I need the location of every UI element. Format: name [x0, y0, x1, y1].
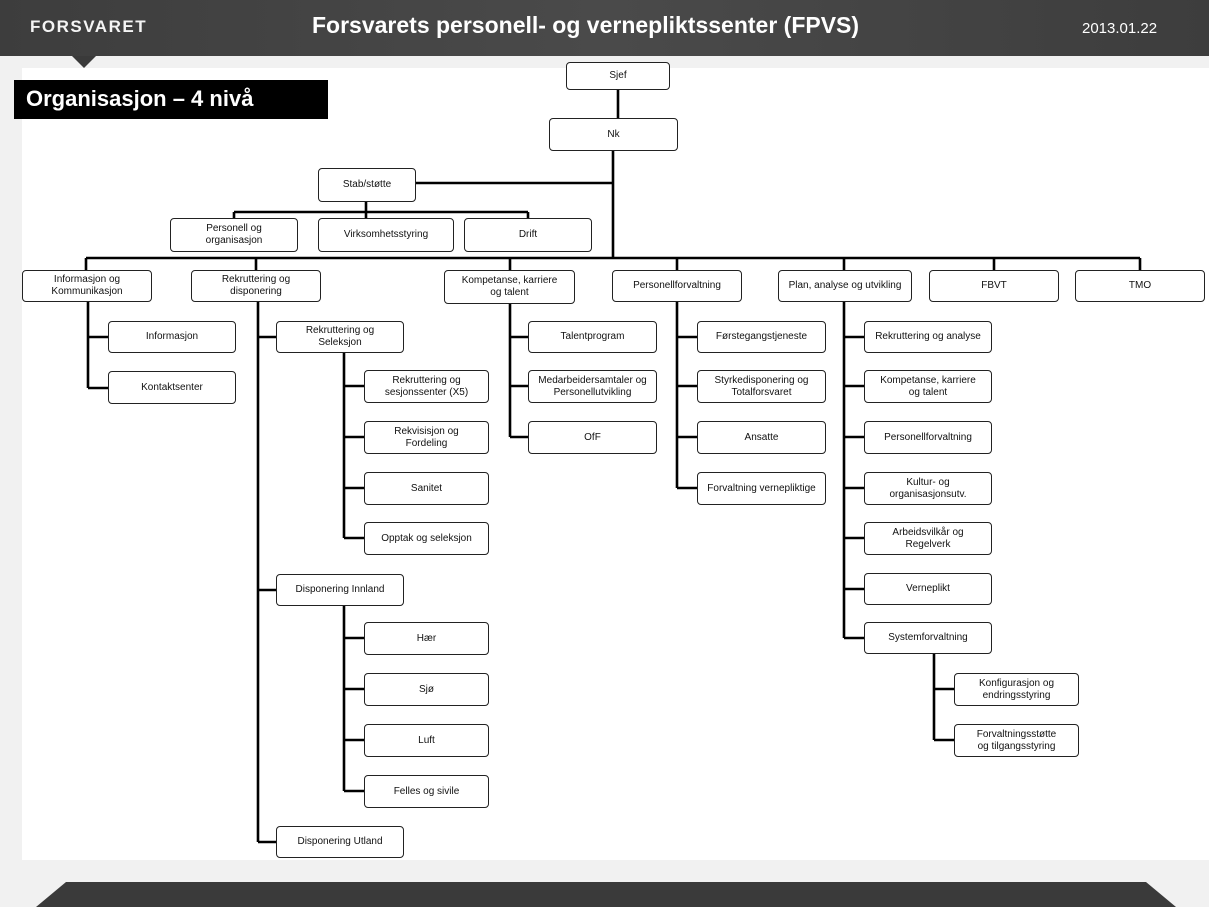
node-ansatte: Ansatte	[697, 421, 826, 454]
node-talentprogram: Talentprogram	[528, 321, 657, 353]
header-date: 2013.01.22	[1082, 20, 1158, 37]
node-systemforvaltning: Systemforvaltning	[864, 622, 992, 654]
node-forvaltning-vernepliktige: Forvaltning vernepliktige	[697, 472, 826, 505]
node-rekruttering-og-seleksjon: Rekruttering og Seleksjon	[276, 321, 404, 353]
node-informasjon: Informasjon	[108, 321, 236, 353]
node-rekvisisjon-og-fordeling: Rekvisisjon og Fordeling	[364, 421, 489, 454]
node-drift: Drift	[464, 218, 592, 252]
node-rekruttering-og-sesjonssenter: Rekruttering og sesjonssenter (X5)	[364, 370, 489, 403]
footer-bar	[36, 882, 1176, 907]
node-rekruttering-og-disponering: Rekruttering og disponering	[191, 270, 321, 302]
node-haer: Hær	[364, 622, 489, 655]
node-kultur-og-organisasjonsutv: Kultur- og organisasjonsutv.	[864, 472, 992, 505]
node-kompetanse-karriere-talent-plan: Kompetanse, karriere og talent	[864, 370, 992, 403]
node-disponering-innland: Disponering Innland	[276, 574, 404, 606]
page-title: Forsvarets personell- og vernepliktssent…	[312, 12, 860, 38]
section-badge: Organisasjon – 4 nivå	[14, 80, 328, 119]
node-felles-og-sivile: Felles og sivile	[364, 775, 489, 808]
node-forstegangstjeneste: Førstegangstjeneste	[697, 321, 826, 353]
brand-logo-text: FORSVARET	[30, 17, 148, 36]
node-nk: Nk	[549, 118, 678, 151]
node-disponering-utland: Disponering Utland	[276, 826, 404, 858]
node-konfigurasjon-og-endringsstyring: Konfigurasjon og endringsstyring	[954, 673, 1079, 706]
node-arbeidsvilkar-og-regelverk: Arbeidsvilkår og Regelverk	[864, 522, 992, 555]
node-fbvt: FBVT	[929, 270, 1059, 302]
node-personellforvaltning-plan: Personellforvaltning	[864, 421, 992, 454]
node-kontaktsenter: Kontaktsenter	[108, 371, 236, 404]
node-personell-og-organisasjon: Personell og organisasjon	[170, 218, 298, 252]
node-informasjon-og-kommunikasjon: Informasjon og Kommunikasjon	[22, 270, 152, 302]
node-sjo: Sjø	[364, 673, 489, 706]
node-plan-analyse-og-utvikling: Plan, analyse og utvikling	[778, 270, 912, 302]
node-verneplikt: Verneplikt	[864, 573, 992, 605]
node-opptak-og-seleksjon: Opptak og seleksjon	[364, 522, 489, 555]
node-sjef: Sjef	[566, 62, 670, 90]
header-notch	[72, 56, 96, 68]
node-medarbeidersamtaler: Medarbeidersamtaler og Personellutviklin…	[528, 370, 657, 403]
node-forvaltningsstotte: Forvaltningsstøtte og tilgangsstyring	[954, 724, 1079, 757]
node-off: OfF	[528, 421, 657, 454]
node-sanitet: Sanitet	[364, 472, 489, 505]
node-stab: Stab/støtte	[318, 168, 416, 202]
header-background	[0, 0, 1209, 56]
section-title: Organisasjon – 4 nivå	[26, 86, 254, 111]
node-tmo: TMO	[1075, 270, 1205, 302]
node-styrkedisponering: Styrkedisponering og Totalforsvaret	[697, 370, 826, 403]
node-rekruttering-og-analyse: Rekruttering og analyse	[864, 321, 992, 353]
header-bar: FORSVARET Forsvarets personell- og verne…	[0, 0, 1209, 56]
node-luft: Luft	[364, 724, 489, 757]
node-kompetanse-karriere-og-talent: Kompetanse, karriere og talent	[444, 270, 575, 304]
node-virksomhetsstyring: Virksomhetsstyring	[318, 218, 454, 252]
node-personellforvaltning: Personellforvaltning	[612, 270, 742, 302]
